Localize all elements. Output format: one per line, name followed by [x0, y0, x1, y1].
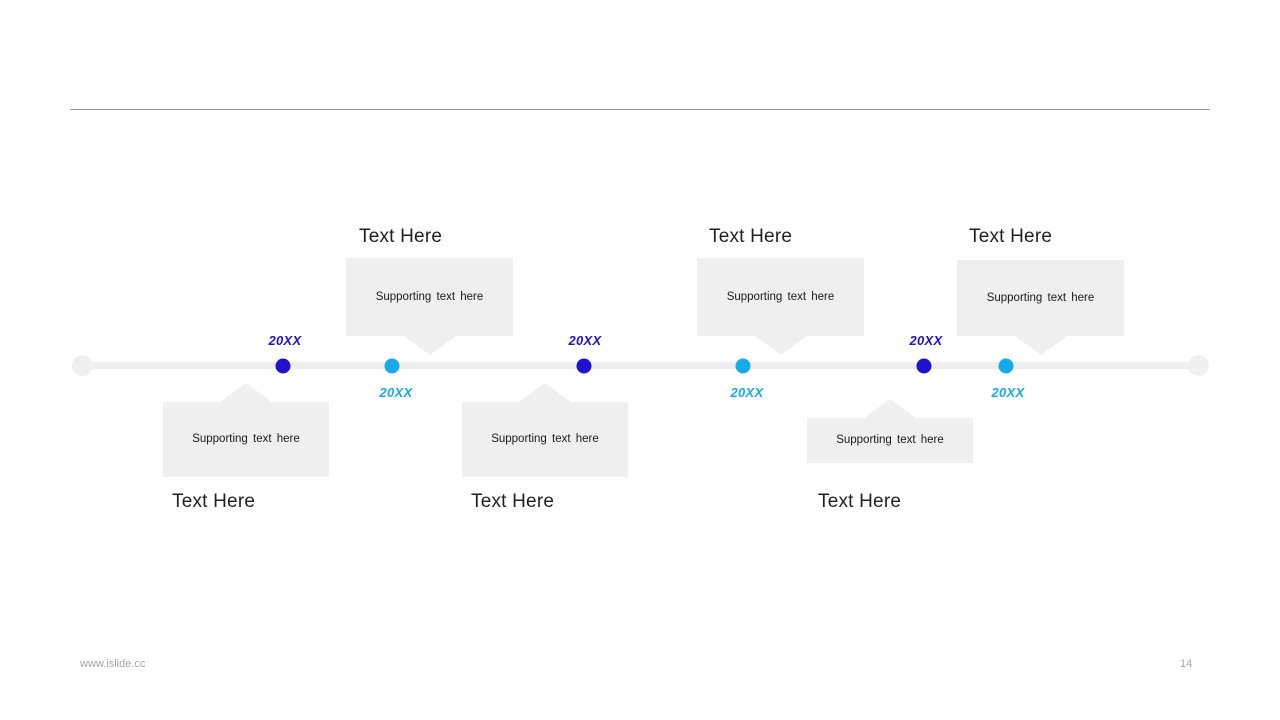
year-label-4: 20XX — [730, 385, 764, 400]
lower-card-2[interactable]: Supporting text here — [462, 383, 628, 477]
upper-heading-1: Text Here — [359, 226, 443, 247]
upper-card-2-tail — [754, 336, 807, 355]
lower-card-3-text: Supporting text here — [836, 434, 944, 447]
lower-card-1-text: Supporting text here — [192, 433, 300, 446]
lower-card-1[interactable]: Supporting text here — [163, 383, 329, 477]
timeline-marker-5[interactable] — [916, 358, 932, 374]
timeline-marker-4[interactable] — [735, 358, 751, 374]
upper-card-3[interactable]: Supporting text here — [957, 260, 1124, 355]
timeline-marker-1[interactable] — [275, 358, 291, 374]
upper-heading-2: Text Here — [709, 226, 793, 247]
year-label-2: 20XX — [379, 385, 413, 400]
year-label-6: 20XX — [991, 385, 1025, 400]
year-label-5: 20XX — [909, 333, 943, 348]
upper-card-1[interactable]: Supporting text here — [346, 258, 513, 355]
upper-card-1-tail — [403, 336, 456, 355]
lower-heading-3: Text Here — [818, 491, 902, 512]
upper-card-2-text: Supporting text here — [726, 290, 835, 303]
lower-heading-1: Text Here — [172, 491, 256, 512]
upper-card-2[interactable]: Supporting text here — [697, 258, 864, 355]
timeline-marker-3[interactable] — [576, 358, 592, 374]
timeline-end-cap — [1188, 355, 1209, 376]
page-number: 14 — [1180, 658, 1193, 670]
upper-card-1-text: Supporting text here — [375, 290, 484, 303]
upper-card-3-tail — [1014, 336, 1067, 355]
lower-card-2-text: Supporting text here — [491, 433, 599, 446]
lower-card-3-tail — [864, 399, 916, 418]
year-label-3: 20XX — [568, 333, 602, 348]
timeline-start-cap — [72, 355, 93, 376]
lower-heading-2: Text Here — [471, 491, 555, 512]
upper-heading-3: Text Here — [969, 226, 1053, 247]
timeline-marker-6[interactable] — [998, 358, 1014, 374]
upper-card-3-text: Supporting text here — [986, 291, 1095, 304]
lower-card-2-tail — [519, 383, 571, 402]
header-divider — [70, 109, 1210, 110]
lower-card-3[interactable]: Supporting text here — [807, 399, 973, 463]
lower-card-1-tail — [220, 383, 272, 402]
timeline-marker-2[interactable] — [384, 358, 400, 374]
footer-url[interactable]: www.islide.cc — [80, 658, 146, 670]
year-label-1: 20XX — [268, 333, 302, 348]
timeline-track — [72, 362, 1208, 369]
